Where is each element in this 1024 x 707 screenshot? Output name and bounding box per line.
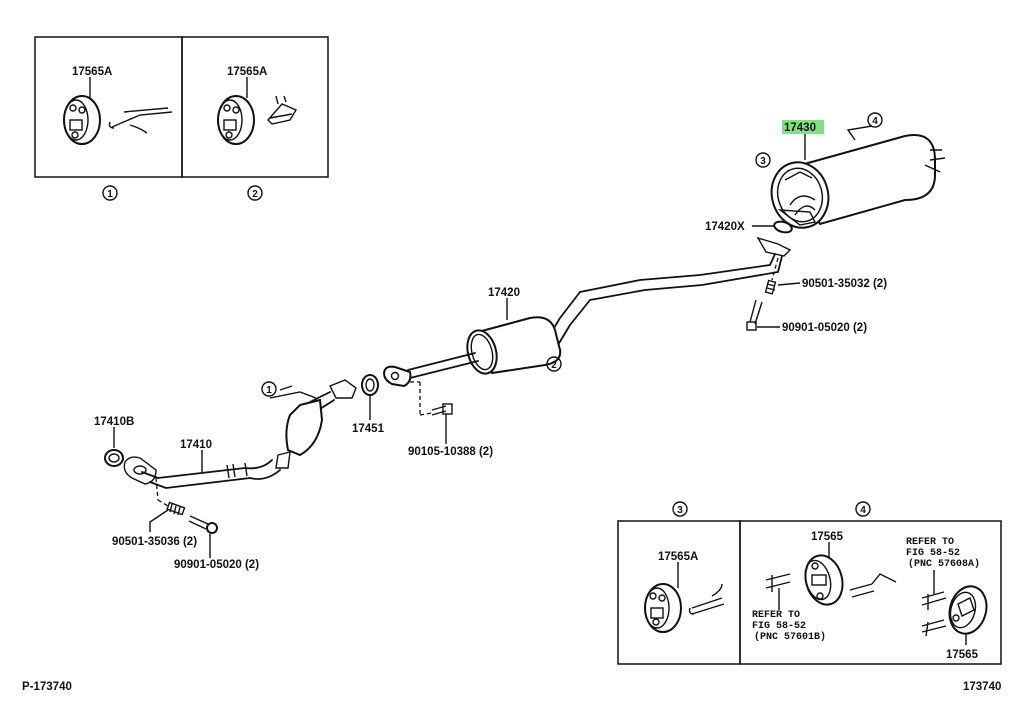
hanger-rubber-icon [644, 583, 682, 633]
inset-frame-3 [617, 520, 741, 665]
part-label-17410[interactable]: 17410 [180, 439, 212, 451]
hanger-bracket-icon [108, 107, 173, 134]
callout-4-inset: 4 [855, 501, 871, 517]
inset-box-3: 17565A [617, 520, 741, 665]
svg-text:4: 4 [860, 505, 866, 516]
svg-text:1: 1 [107, 189, 113, 200]
part-label-17565-lower[interactable]: 17565 [946, 649, 979, 661]
inset-box-4: 17565 REFER TO FIG 58-52 (PNC 57601B) RE… [739, 520, 1002, 665]
part-label-90501-35032[interactable]: 90501-35032 (2) [802, 278, 887, 290]
part-label-17451[interactable]: 17451 [352, 423, 385, 435]
bolt-90901-05020-right[interactable] [746, 299, 763, 331]
gasket-17451[interactable] [361, 374, 379, 396]
figure-number: 173740 [963, 681, 1001, 693]
part-label-17420X[interactable]: 17420X [705, 221, 745, 233]
inset-frame-2 [181, 36, 329, 178]
leader-line [777, 282, 801, 286]
svg-text:1: 1 [266, 385, 272, 396]
callout-4-main: 4 [867, 112, 883, 128]
callout-3-inset: 3 [672, 501, 688, 517]
hanger-bracket-icon [267, 95, 298, 125]
refer-fig-text-2[interactable]: FIG 58-52 [906, 548, 960, 559]
callout-1-main: 1 [261, 381, 277, 397]
svg-text:2: 2 [252, 189, 258, 200]
bolt-90105-10388[interactable] [431, 403, 453, 416]
refer-pnc-text-2: (PNC 57608A) [908, 558, 980, 570]
part-label-17410B[interactable]: 17410B [94, 416, 134, 428]
gasket-17451-inner [365, 378, 375, 392]
leader-line [149, 509, 169, 532]
inset-frame-1 [34, 36, 183, 178]
hanger-bracket-icon [921, 591, 947, 637]
center-muffler[interactable] [463, 316, 562, 377]
dashed-guide [419, 412, 433, 416]
part-label-17565A-inset-1[interactable]: 17565A [72, 66, 112, 78]
tail-muffler[interactable] [764, 125, 946, 234]
hanger-rubber-icon [804, 554, 844, 606]
svg-text:4: 4 [872, 116, 878, 127]
part-label-90901-05020-right[interactable]: 90901-05020 (2) [782, 322, 867, 334]
part-label-17430[interactable]: 17430 [784, 122, 816, 134]
hanger-bracket-icon [765, 573, 897, 598]
callout-1-inset: 1 [102, 185, 118, 201]
part-label-17565-upper[interactable]: 17565 [811, 531, 844, 543]
hanger-bracket-icon [688, 583, 725, 615]
dashed-guide [771, 257, 779, 281]
gasket-17410B[interactable] [104, 449, 124, 467]
refer-pnc-text-1: (PNC 57601B) [754, 631, 826, 643]
gasket-17410B-inner [108, 453, 120, 463]
refer-fig-text-1[interactable]: FIG 58-52 [752, 621, 806, 632]
part-label-17565A-inset-3[interactable]: 17565A [658, 551, 698, 563]
part-label-90105-10388[interactable]: 90105-10388 (2) [408, 446, 493, 458]
inset-box-2: 17565A [181, 36, 329, 178]
callout-2-inset: 2 [247, 185, 263, 201]
part-label-90901-05020-left[interactable]: 90901-05020 (2) [174, 559, 259, 571]
inset-box-1: 17565A [34, 36, 183, 178]
part-label-90501-35036[interactable]: 90501-35036 (2) [112, 536, 197, 548]
diagram-code: P-173740 [22, 681, 72, 693]
svg-text:3: 3 [760, 156, 766, 167]
dashed-guide [157, 499, 169, 507]
spring-bolt-90501-35036[interactable] [166, 501, 186, 516]
dashed-guide [155, 477, 159, 501]
highlight-17430 [782, 120, 824, 134]
front-exhaust-pipe[interactable] [123, 379, 357, 489]
hanger-rubber-icon [217, 95, 255, 145]
intermediate-pipe[interactable] [382, 352, 479, 388]
callout-2-main: 2 [546, 356, 562, 372]
center-exhaust-pipe[interactable] [539, 236, 792, 353]
hanger-rubber-icon [948, 585, 988, 635]
part-label-17420[interactable]: 17420 [488, 287, 520, 299]
hanger-rubber-icon [63, 95, 101, 145]
gasket-17420X[interactable] [773, 220, 793, 234]
inset-frame-4 [739, 520, 1002, 665]
svg-text:2: 2 [551, 360, 557, 371]
spring-bolt-90501-35032[interactable] [764, 279, 777, 295]
bolt-90901-05020-left[interactable] [188, 515, 218, 534]
refer-to-text-1: REFER TO [752, 610, 800, 621]
svg-text:3: 3 [677, 505, 683, 516]
part-label-17565A-inset-2[interactable]: 17565A [227, 66, 267, 78]
callout-3-main: 3 [755, 152, 771, 168]
refer-to-text-2: REFER TO [906, 537, 954, 548]
